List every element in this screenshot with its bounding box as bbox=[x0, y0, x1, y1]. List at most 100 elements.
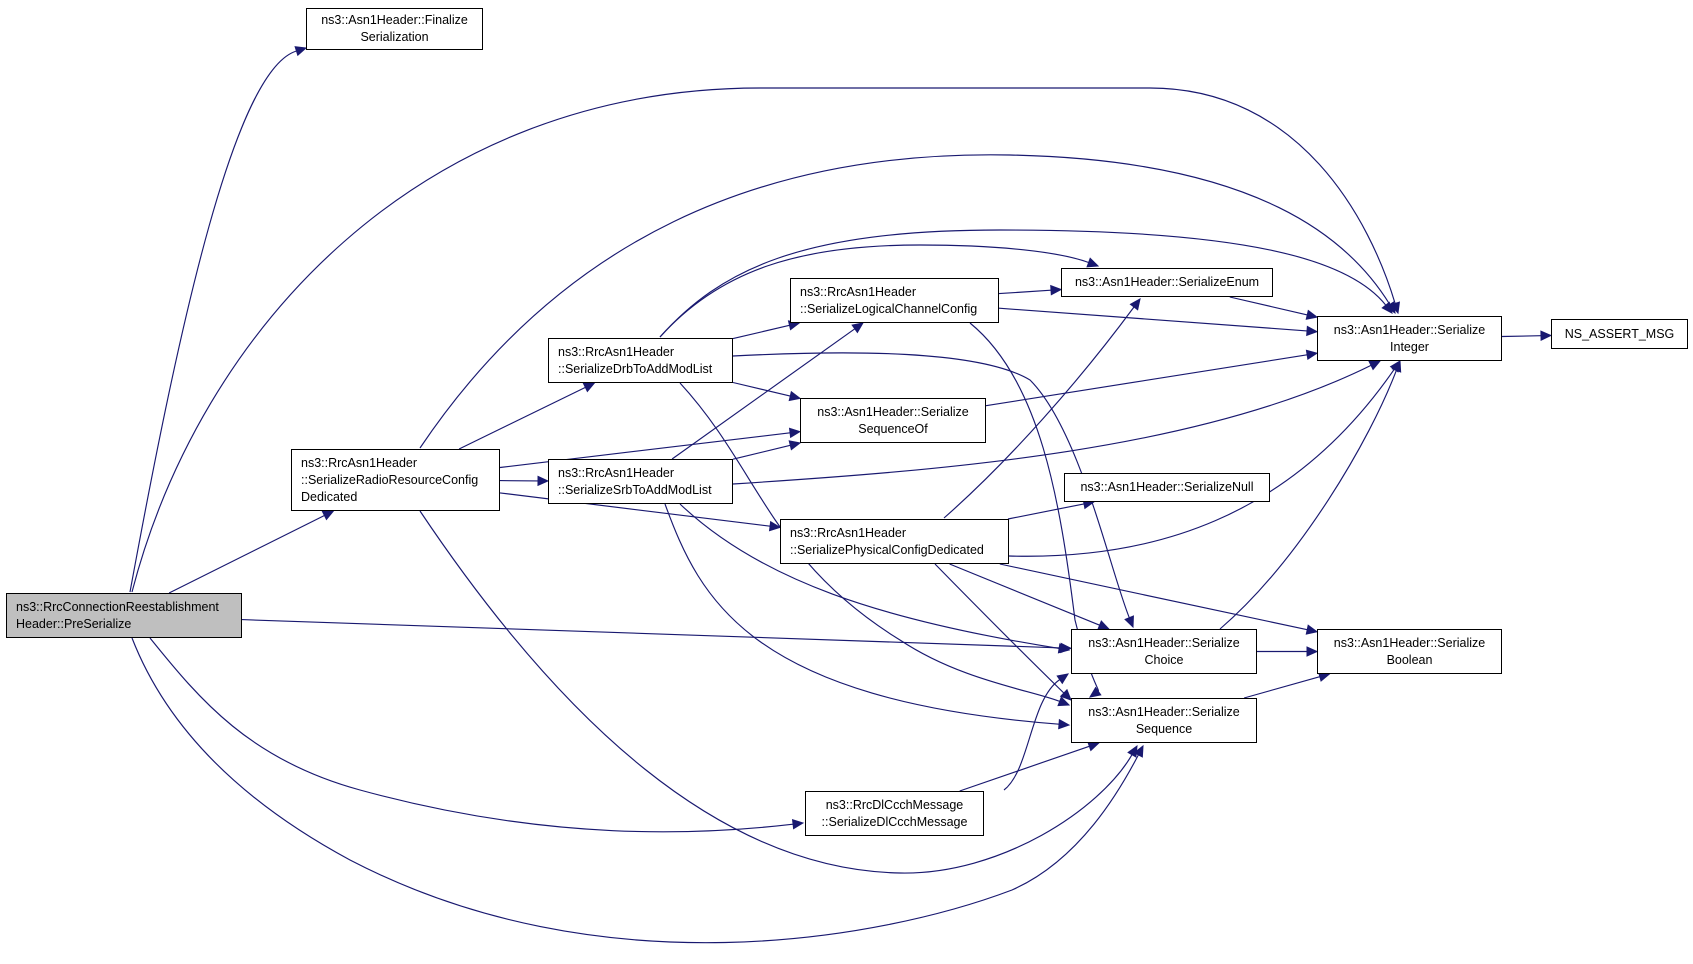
edge-sdrb-to-sint bbox=[659, 229, 1387, 338]
edge-senum-to-sint bbox=[1229, 296, 1308, 316]
edge-root-to-sdlccch-arrowhead bbox=[791, 818, 805, 830]
node-label-line: ns3::RrcAsn1Header bbox=[800, 284, 917, 299]
node-label-line: SequenceOf bbox=[858, 421, 928, 436]
node-label-line: ns3::RrcAsn1Header bbox=[558, 344, 675, 359]
edge-spcd-to-sseq bbox=[934, 563, 1065, 694]
edge-ssrb-to-sseqof-arrowhead bbox=[788, 440, 802, 451]
edge-root-to-srrcd bbox=[168, 514, 325, 594]
node-label-line: ns3::Asn1Header::Serialize bbox=[817, 404, 969, 419]
edge-srrcd-to-sdrb bbox=[458, 386, 586, 450]
node-sdlccch[interactable]: ns3::RrcDlCcchMessage::SerializeDlCcchMe… bbox=[805, 791, 984, 836]
node-sdrb[interactable]: ns3::RrcAsn1Header::SerializeDrbToAddMod… bbox=[548, 338, 733, 383]
node-label-line: ns3::Asn1Header::SerializeNull bbox=[1080, 480, 1254, 494]
edge-spcd-to-sbool-arrowhead bbox=[1305, 624, 1319, 635]
edge-sdrb-to-slcc bbox=[732, 324, 790, 340]
node-label-line: ns3::RrcAsn1Header bbox=[558, 465, 675, 480]
edge-sint-to-assert bbox=[1501, 335, 1542, 338]
edge-slcc-to-sint bbox=[998, 307, 1308, 332]
edge-ssrb-to-schoice-arrowhead bbox=[1057, 643, 1071, 654]
node-label-line: ns3::RrcAsn1Header bbox=[301, 455, 418, 470]
node-ssrb[interactable]: ns3::RrcAsn1Header::SerializeSrbToAddMod… bbox=[548, 459, 733, 504]
edge-root-to-sdlccch bbox=[149, 637, 794, 833]
node-label-line: Serialization bbox=[360, 30, 429, 44]
edge-root-to-srrcd-arrowhead bbox=[321, 510, 335, 521]
node-label-line: ns3::Asn1Header::Serialize bbox=[1088, 635, 1240, 650]
edge-sdrb-to-sseqof-arrowhead bbox=[788, 390, 802, 402]
edge-sdrb-to-senum bbox=[659, 244, 1089, 338]
edge-ssrb-to-sint bbox=[732, 364, 1372, 485]
edge-srrcd-to-spcd-arrowhead bbox=[768, 520, 782, 532]
edge-ssrb-to-slcc-arrowhead bbox=[851, 322, 864, 334]
edge-sint-to-assert-arrowhead bbox=[1540, 330, 1553, 341]
edge-spcd-to-senum bbox=[943, 306, 1135, 519]
edge-sseq-to-sbool bbox=[1243, 676, 1320, 699]
edge-senum-to-sint-arrowhead bbox=[1305, 309, 1319, 320]
edge-spcd-to-senum-arrowhead bbox=[1129, 298, 1141, 311]
node-label-line: ns3::RrcDlCcchMessage bbox=[825, 797, 964, 812]
node-label-line: ns3::RrcConnectionReestablishment bbox=[16, 599, 219, 614]
edge-sdrb-to-sseq-arrowhead bbox=[1057, 696, 1071, 707]
edge-root-to-finalize bbox=[129, 50, 297, 593]
edge-srrcd-to-sseq-arrowhead bbox=[1127, 744, 1138, 758]
edge-root-to-sint bbox=[131, 87, 1396, 593]
edge-sdrb-to-sint-arrowhead bbox=[1381, 301, 1393, 314]
edge-srrcd-to-sdrb-arrowhead bbox=[582, 382, 596, 393]
node-senum[interactable]: ns3::Asn1Header::SerializeEnum bbox=[1061, 268, 1273, 297]
node-label-line: ns3::RrcAsn1Header bbox=[790, 525, 907, 540]
node-label-line: ns3::Asn1Header::Serialize bbox=[1333, 635, 1486, 650]
edge-slcc-to-sint-arrowhead bbox=[1306, 325, 1319, 337]
edge-sdlccch-to-schoice-arrowhead bbox=[1056, 673, 1070, 685]
node-spcd[interactable]: ns3::RrcAsn1Header::SerializePhysicalCon… bbox=[780, 519, 1009, 564]
node-label-line: Boolean bbox=[1386, 652, 1433, 667]
edge-sdrb-to-schoice-arrowhead bbox=[1124, 615, 1134, 629]
node-label-line: ::SerializeSrbToAddModList bbox=[558, 482, 712, 497]
node-label-line: ::SerializeDlCcchMessage bbox=[821, 814, 968, 829]
node-slcc[interactable]: ns3::RrcAsn1Header::SerializeLogicalChan… bbox=[790, 278, 999, 323]
edge-root-to-sseq-arrowhead bbox=[1133, 744, 1144, 758]
node-snull[interactable]: ns3::Asn1Header::SerializeNull bbox=[1064, 473, 1270, 502]
node-label-line: Dedicated bbox=[301, 489, 358, 504]
edge-sseqof-to-sint-arrowhead bbox=[1305, 349, 1319, 361]
edge-spcd-to-snull bbox=[1007, 503, 1085, 520]
edge-slcc-to-senum-arrowhead bbox=[1050, 284, 1063, 296]
node-label-line: Choice bbox=[1144, 652, 1184, 667]
edge-root-to-sseq bbox=[131, 637, 1139, 944]
node-srrcd[interactable]: ns3::RrcAsn1Header::SerializeRadioResour… bbox=[291, 449, 500, 511]
edge-schoice-to-sint-arrowhead bbox=[1391, 359, 1402, 373]
node-label-line: Integer bbox=[1390, 339, 1429, 354]
node-label-line: Sequence bbox=[1135, 721, 1193, 736]
node-label-line: ::SerializePhysicalConfigDedicated bbox=[790, 542, 984, 557]
edge-sdrb-to-schoice bbox=[732, 352, 1130, 618]
edge-sdrb-to-sseq bbox=[679, 382, 1060, 702]
edge-spcd-to-sbool bbox=[999, 563, 1308, 631]
edge-root-to-finalize-arrowhead bbox=[294, 46, 308, 57]
node-label-line: Header::PreSerialize bbox=[16, 616, 132, 631]
edge-sdlccch-to-schoice bbox=[1003, 679, 1061, 791]
edge-sdrb-to-sseqof bbox=[732, 381, 791, 397]
edge-srrcd-to-ssrb-arrowhead bbox=[537, 475, 550, 487]
edge-sdlccch-to-sseq bbox=[959, 745, 1090, 792]
edge-slcc-to-senum bbox=[998, 289, 1052, 295]
node-label-line: ns3::Asn1Header::Serialize bbox=[1333, 322, 1486, 337]
node-assert[interactable]: NS_ASSERT_MSG bbox=[1551, 319, 1688, 349]
edge-ssrb-to-sint-arrowhead bbox=[1368, 360, 1382, 371]
edge-ssrb-to-sseq-arrowhead bbox=[1058, 718, 1071, 730]
edge-srrcd-to-sseqof-arrowhead bbox=[788, 427, 802, 439]
edge-srrcd-to-sint bbox=[419, 154, 1391, 449]
edge-root-to-schoice bbox=[241, 619, 1062, 649]
edge-spcd-to-schoice bbox=[949, 563, 1100, 626]
node-label-line: ::SerializeRadioResourceConfig bbox=[301, 472, 479, 487]
edge-ssrb-to-sseqof bbox=[732, 444, 791, 460]
edge-srrcd-to-spcd bbox=[499, 492, 771, 527]
edge-schoice-to-sint bbox=[1219, 370, 1397, 630]
edge-ssrb-to-sseq bbox=[664, 503, 1060, 725]
